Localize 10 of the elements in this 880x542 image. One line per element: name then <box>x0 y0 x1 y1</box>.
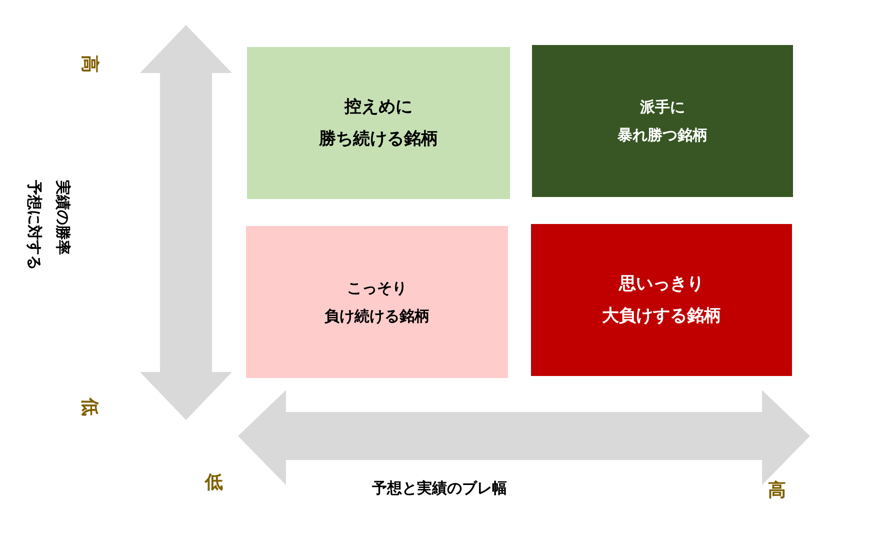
quadrant-box: 派手に暴れ勝つ銘柄 <box>532 45 793 197</box>
axis-tick-label: 高 <box>78 55 101 73</box>
quadrant-box: 控えめに勝ち続ける銘柄 <box>247 47 510 199</box>
quadrant-box: こっそり負け続ける銘柄 <box>246 226 508 378</box>
axis-tick-label: 低 <box>205 471 223 494</box>
quadrant-box: 思いっきり大負けする銘柄 <box>531 224 792 376</box>
axis-title: 予想と実績のブレ幅 <box>372 479 507 498</box>
axis-tick-label: 高 <box>768 479 786 502</box>
axis-title: 予想に対する実績の勝率 <box>24 180 73 272</box>
axis-tick-label: 低 <box>78 398 101 416</box>
